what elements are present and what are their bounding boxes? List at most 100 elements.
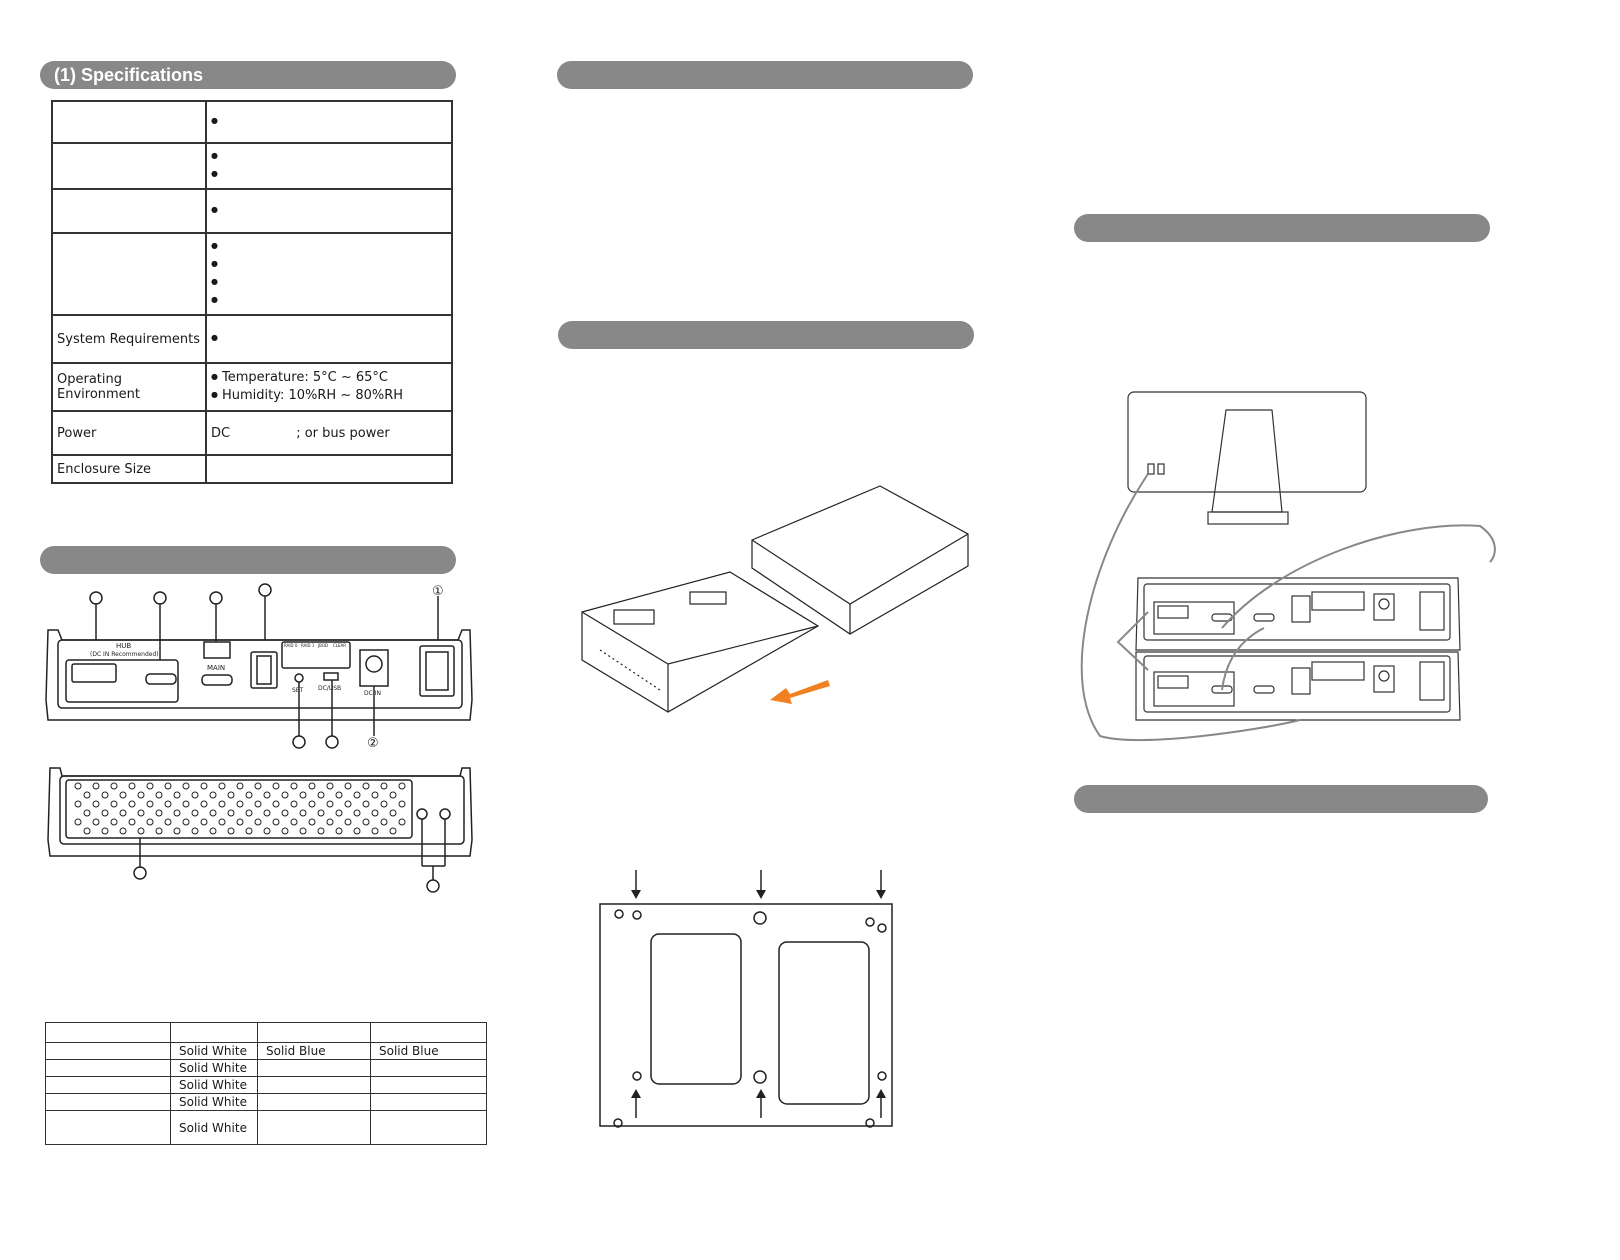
vent-hole (272, 800, 280, 808)
vent-hole (389, 809, 397, 817)
section-header-col3-bottom (1074, 785, 1488, 813)
vent-hole (299, 809, 307, 817)
vent-hole (362, 782, 370, 790)
led-row (45, 1022, 487, 1043)
vent-hole (389, 791, 397, 799)
dc-usb-label: DC/USB (318, 685, 341, 692)
section-header-col2-mid (558, 321, 974, 349)
vent-hole (191, 791, 199, 799)
vent-hole (191, 809, 199, 817)
vent-hole (209, 791, 217, 799)
vent-hole (308, 782, 316, 790)
vent-hole (272, 782, 280, 790)
switch-label-clear: CLEAR (333, 643, 346, 648)
spec-value (205, 142, 453, 190)
vent-hole (83, 791, 91, 799)
vent-hole (182, 782, 190, 790)
spec-label-operating-environment: Operating Environment (51, 362, 207, 412)
vent-hole (263, 809, 271, 817)
vent-hole (110, 818, 118, 826)
vent-hole (155, 809, 163, 817)
vent-hole (353, 809, 361, 817)
section-header-panel (40, 546, 456, 574)
callout-1: ① (432, 584, 444, 599)
vent-hole (74, 818, 82, 826)
spec-value (205, 100, 453, 144)
vent-hole (344, 818, 352, 826)
spec-value: Temperature: 5°C ~ 65°C Humidity: 10%RH … (205, 362, 453, 412)
vent-hole (362, 818, 370, 826)
vent-hole (101, 827, 109, 835)
vent-hole (398, 818, 406, 826)
vent-hole (182, 818, 190, 826)
spec-row (51, 188, 453, 234)
vent-hole (281, 809, 289, 817)
vent-hole (128, 818, 136, 826)
vent-hole (137, 809, 145, 817)
drive-tray-bottom-diagram (599, 870, 893, 1128)
vent-hole (299, 827, 307, 835)
vent-hole (164, 782, 172, 790)
spec-label (51, 232, 207, 316)
vent-hole (182, 800, 190, 808)
spec-row: Enclosure Size (51, 454, 453, 484)
vent-hole (155, 827, 163, 835)
vent-hole (380, 800, 388, 808)
vent-hole (218, 782, 226, 790)
vent-hole (173, 827, 181, 835)
vent-hole (227, 809, 235, 817)
vent-hole (173, 809, 181, 817)
vent-hole (83, 827, 91, 835)
enclosure-disassembly-diagram (581, 485, 969, 713)
vent-hole (398, 782, 406, 790)
vent-hole (353, 791, 361, 799)
vent-hole (299, 791, 307, 799)
vent-hole (254, 782, 262, 790)
vent-hole (326, 800, 334, 808)
vent-hole (380, 782, 388, 790)
vent-hole (317, 809, 325, 817)
vent-hole (353, 827, 361, 835)
specifications-header: (1) Specifications (40, 61, 456, 89)
spec-temperature: Temperature: 5°C ~ 65°C (211, 369, 447, 387)
switch-label-jbod: JBOD (317, 643, 328, 648)
led-row: Solid White (45, 1110, 487, 1145)
vent-hole (245, 827, 253, 835)
vent-hole (92, 818, 100, 826)
vent-hole (146, 818, 154, 826)
vent-hole (209, 809, 217, 817)
vent-hole (317, 791, 325, 799)
vent-hole (146, 782, 154, 790)
led-row: Solid White (45, 1059, 487, 1077)
vent-holes (74, 782, 406, 835)
spec-label (51, 142, 207, 190)
vent-hole (164, 800, 172, 808)
callout-2: ② (367, 736, 379, 751)
spec-value-power: DC ; or bus power (205, 410, 453, 456)
led-row: Solid White (45, 1076, 487, 1094)
spec-value (205, 232, 453, 316)
main-port-label: MAIN (207, 664, 225, 672)
vent-hole (335, 827, 343, 835)
vent-hole (218, 818, 226, 826)
vent-hole (137, 791, 145, 799)
vent-hole (137, 827, 145, 835)
vent-hole (92, 800, 100, 808)
specifications-heading: (1) Specifications (54, 65, 204, 85)
vent-hole (128, 782, 136, 790)
set-label: SET (292, 687, 304, 694)
vent-hole (335, 809, 343, 817)
spec-humidity: Humidity: 10%RH ~ 80%RH (211, 387, 447, 405)
vent-hole (290, 782, 298, 790)
vent-hole (281, 791, 289, 799)
vent-hole (362, 800, 370, 808)
vent-hole (119, 791, 127, 799)
vent-hole (101, 791, 109, 799)
vent-hole (290, 818, 298, 826)
vent-hole (110, 782, 118, 790)
vent-hole (263, 827, 271, 835)
daisy-chain-connection-diagram (1080, 391, 1496, 741)
top-panel-diagram (47, 767, 473, 893)
vent-hole (83, 809, 91, 817)
vent-hole (344, 782, 352, 790)
